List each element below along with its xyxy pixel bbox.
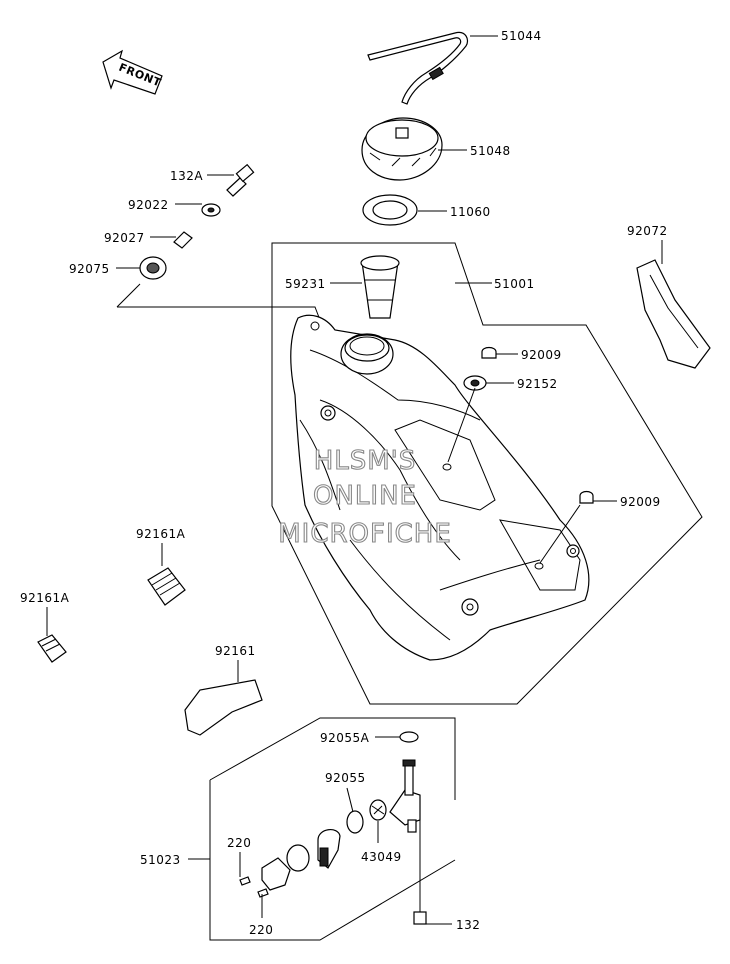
callout-220-upper: 220: [227, 836, 251, 850]
screw-220-b: [257, 888, 269, 898]
callout-11060: 11060: [450, 205, 491, 219]
callout-51001: 51001: [494, 277, 535, 291]
callout-92009-lower: 92009: [620, 495, 661, 509]
callout-92055: 92055: [325, 771, 366, 785]
callout-59231: 59231: [285, 277, 326, 291]
plate: [261, 857, 291, 891]
gasket: [362, 194, 418, 226]
oring-92055: [346, 810, 364, 834]
pad-92161a-left: [37, 634, 67, 663]
screen-43049: [369, 799, 387, 821]
callout-43049: 43049: [361, 850, 402, 864]
callout-92055a: 92055A: [320, 731, 370, 745]
watermark-line-1: HLSM'S: [314, 446, 417, 476]
callout-132: 132: [456, 918, 480, 932]
watermark: HLSM'S ONLINE MICROFICHE: [278, 445, 452, 549]
pad-92161: [184, 679, 263, 736]
screw-220-a: [239, 876, 251, 886]
callout-51048: 51048: [470, 144, 511, 158]
fuel-cock-assembly-outline: [209, 717, 456, 941]
bolt-132: [413, 911, 427, 925]
front-arrow: FRONT: [102, 49, 163, 95]
filler-neck: [360, 255, 400, 319]
oring-small: [286, 844, 310, 872]
leader-lines: [46, 35, 663, 925]
callout-132a: 132A: [170, 169, 203, 183]
grommet-92075: [139, 256, 167, 280]
callout-92009-upper: 92009: [521, 348, 562, 362]
callout-92027: 92027: [104, 231, 145, 245]
bolt-132a: [226, 163, 255, 197]
oring-92055a: [399, 731, 419, 743]
washer-92022: [201, 203, 221, 217]
callout-92161a-left: 92161A: [20, 591, 70, 605]
fuel-cap: [361, 117, 443, 181]
cap-92009-lower: [579, 490, 594, 504]
callout-92075: 92075: [69, 262, 110, 276]
callout-labels: 51044 51048 11060 51001 59231 132A 92022…: [20, 29, 668, 937]
collar-92027: [173, 231, 193, 249]
callout-92161: 92161: [215, 644, 256, 658]
fuel-cock-body: [389, 759, 421, 833]
callout-92152: 92152: [517, 377, 558, 391]
fuel-tank: [290, 314, 590, 661]
callout-51023: 51023: [140, 853, 181, 867]
tank-assembly-outline: [116, 242, 703, 705]
watermark-line-2: ONLINE: [313, 481, 417, 511]
callout-92072: 92072: [627, 224, 668, 238]
watermark-line-3: MICROFICHE: [278, 519, 452, 549]
pad-92161a-center: [147, 567, 186, 606]
cap-92009-upper: [481, 346, 497, 359]
strap-92072: [636, 259, 711, 369]
grommet-92152: [463, 375, 487, 391]
callout-92161a-center: 92161A: [136, 527, 186, 541]
breather-hose: [367, 31, 469, 105]
callout-220-lower: 220: [249, 923, 273, 937]
callout-51044: 51044: [501, 29, 542, 43]
lever-body: [317, 829, 341, 869]
callout-92022: 92022: [128, 198, 169, 212]
